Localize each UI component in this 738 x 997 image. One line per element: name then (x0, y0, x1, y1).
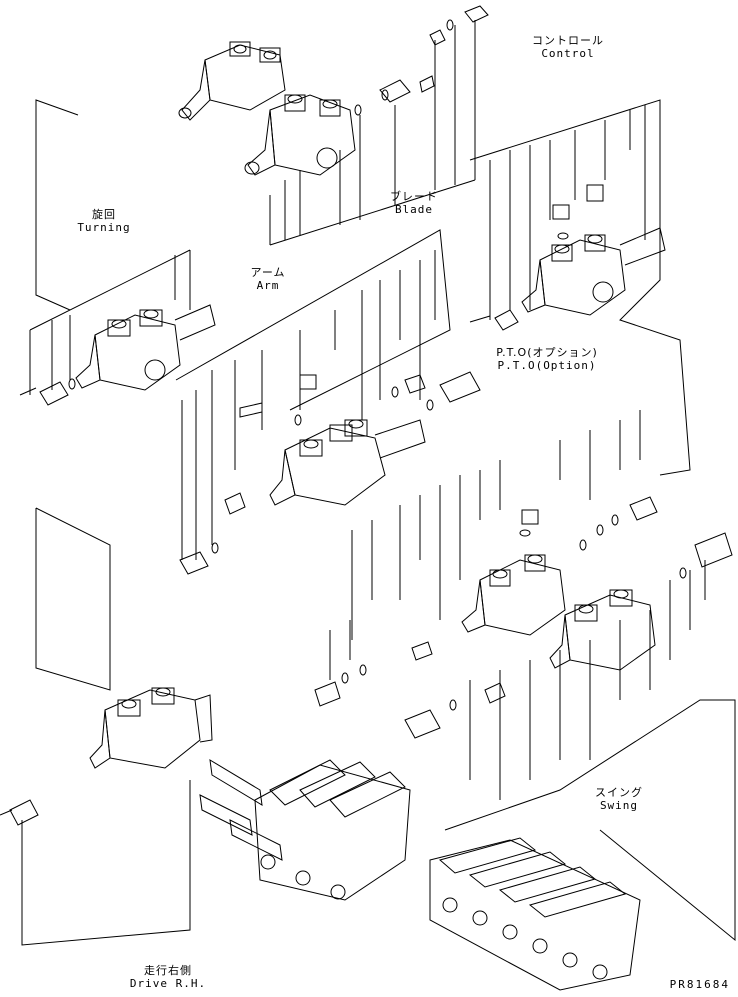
valve-arm (179, 371, 481, 575)
turning-label-en: Turning (77, 221, 131, 234)
valve-swing (404, 589, 656, 739)
blade-label: ブレード Blade (378, 190, 450, 216)
turning-bracket (35, 99, 79, 311)
control-label-jp: コントロール (532, 34, 604, 47)
swing-label-jp: スイング (595, 786, 643, 799)
swing-bracket (444, 699, 736, 942)
pto-label-jp: P.T.O(オプション) (496, 346, 598, 359)
pto-label: P.T.O(オプション) P.T.O(Option) (465, 346, 629, 372)
drive-bracket (35, 507, 111, 691)
turning-label-jp: 旋回 (92, 208, 116, 221)
turning-label: 旋回 Turning (66, 208, 142, 234)
blade-leader-lines (269, 20, 476, 246)
blade-label-en: Blade (394, 203, 434, 216)
valve-turning (19, 304, 216, 406)
valve-pto (314, 496, 733, 707)
arm-leader-lines (181, 250, 436, 560)
valve-blade (244, 5, 489, 176)
drive-lower-bracket (21, 780, 191, 946)
blade-label-jp: ブレード (390, 190, 438, 203)
turning-leader-lines (29, 249, 191, 395)
swing-leader-lines (329, 560, 706, 800)
pto-leader-lines (351, 410, 641, 640)
main-valve-assembly (199, 759, 411, 901)
arm-label-jp: アーム (250, 266, 286, 279)
control-label-en: Control (541, 47, 595, 60)
arm-label: アーム Arm (238, 266, 298, 292)
arm-label-en: Arm (256, 279, 280, 292)
valve-drive-rh (0, 687, 213, 826)
drive-label: 走行右側 Drive R.H. (118, 964, 218, 990)
control-leader-lines (489, 105, 646, 320)
arm-bracket (175, 229, 451, 411)
control-bracket (469, 99, 691, 476)
swing-label: スイング Swing (584, 786, 654, 812)
control-label: コントロール Control (528, 34, 608, 60)
swing-label-en: Swing (599, 799, 639, 812)
valve-control (469, 184, 666, 331)
full-valve-assembly (429, 837, 641, 991)
pto-label-en: P.T.O(Option) (497, 359, 597, 372)
drive-label-jp: 走行右側 (144, 964, 192, 977)
valve-top-small (178, 41, 286, 121)
drawing-code: PR81684 (669, 978, 730, 991)
o-rings (211, 232, 687, 711)
drive-label-en: Drive R.H. (129, 977, 207, 990)
